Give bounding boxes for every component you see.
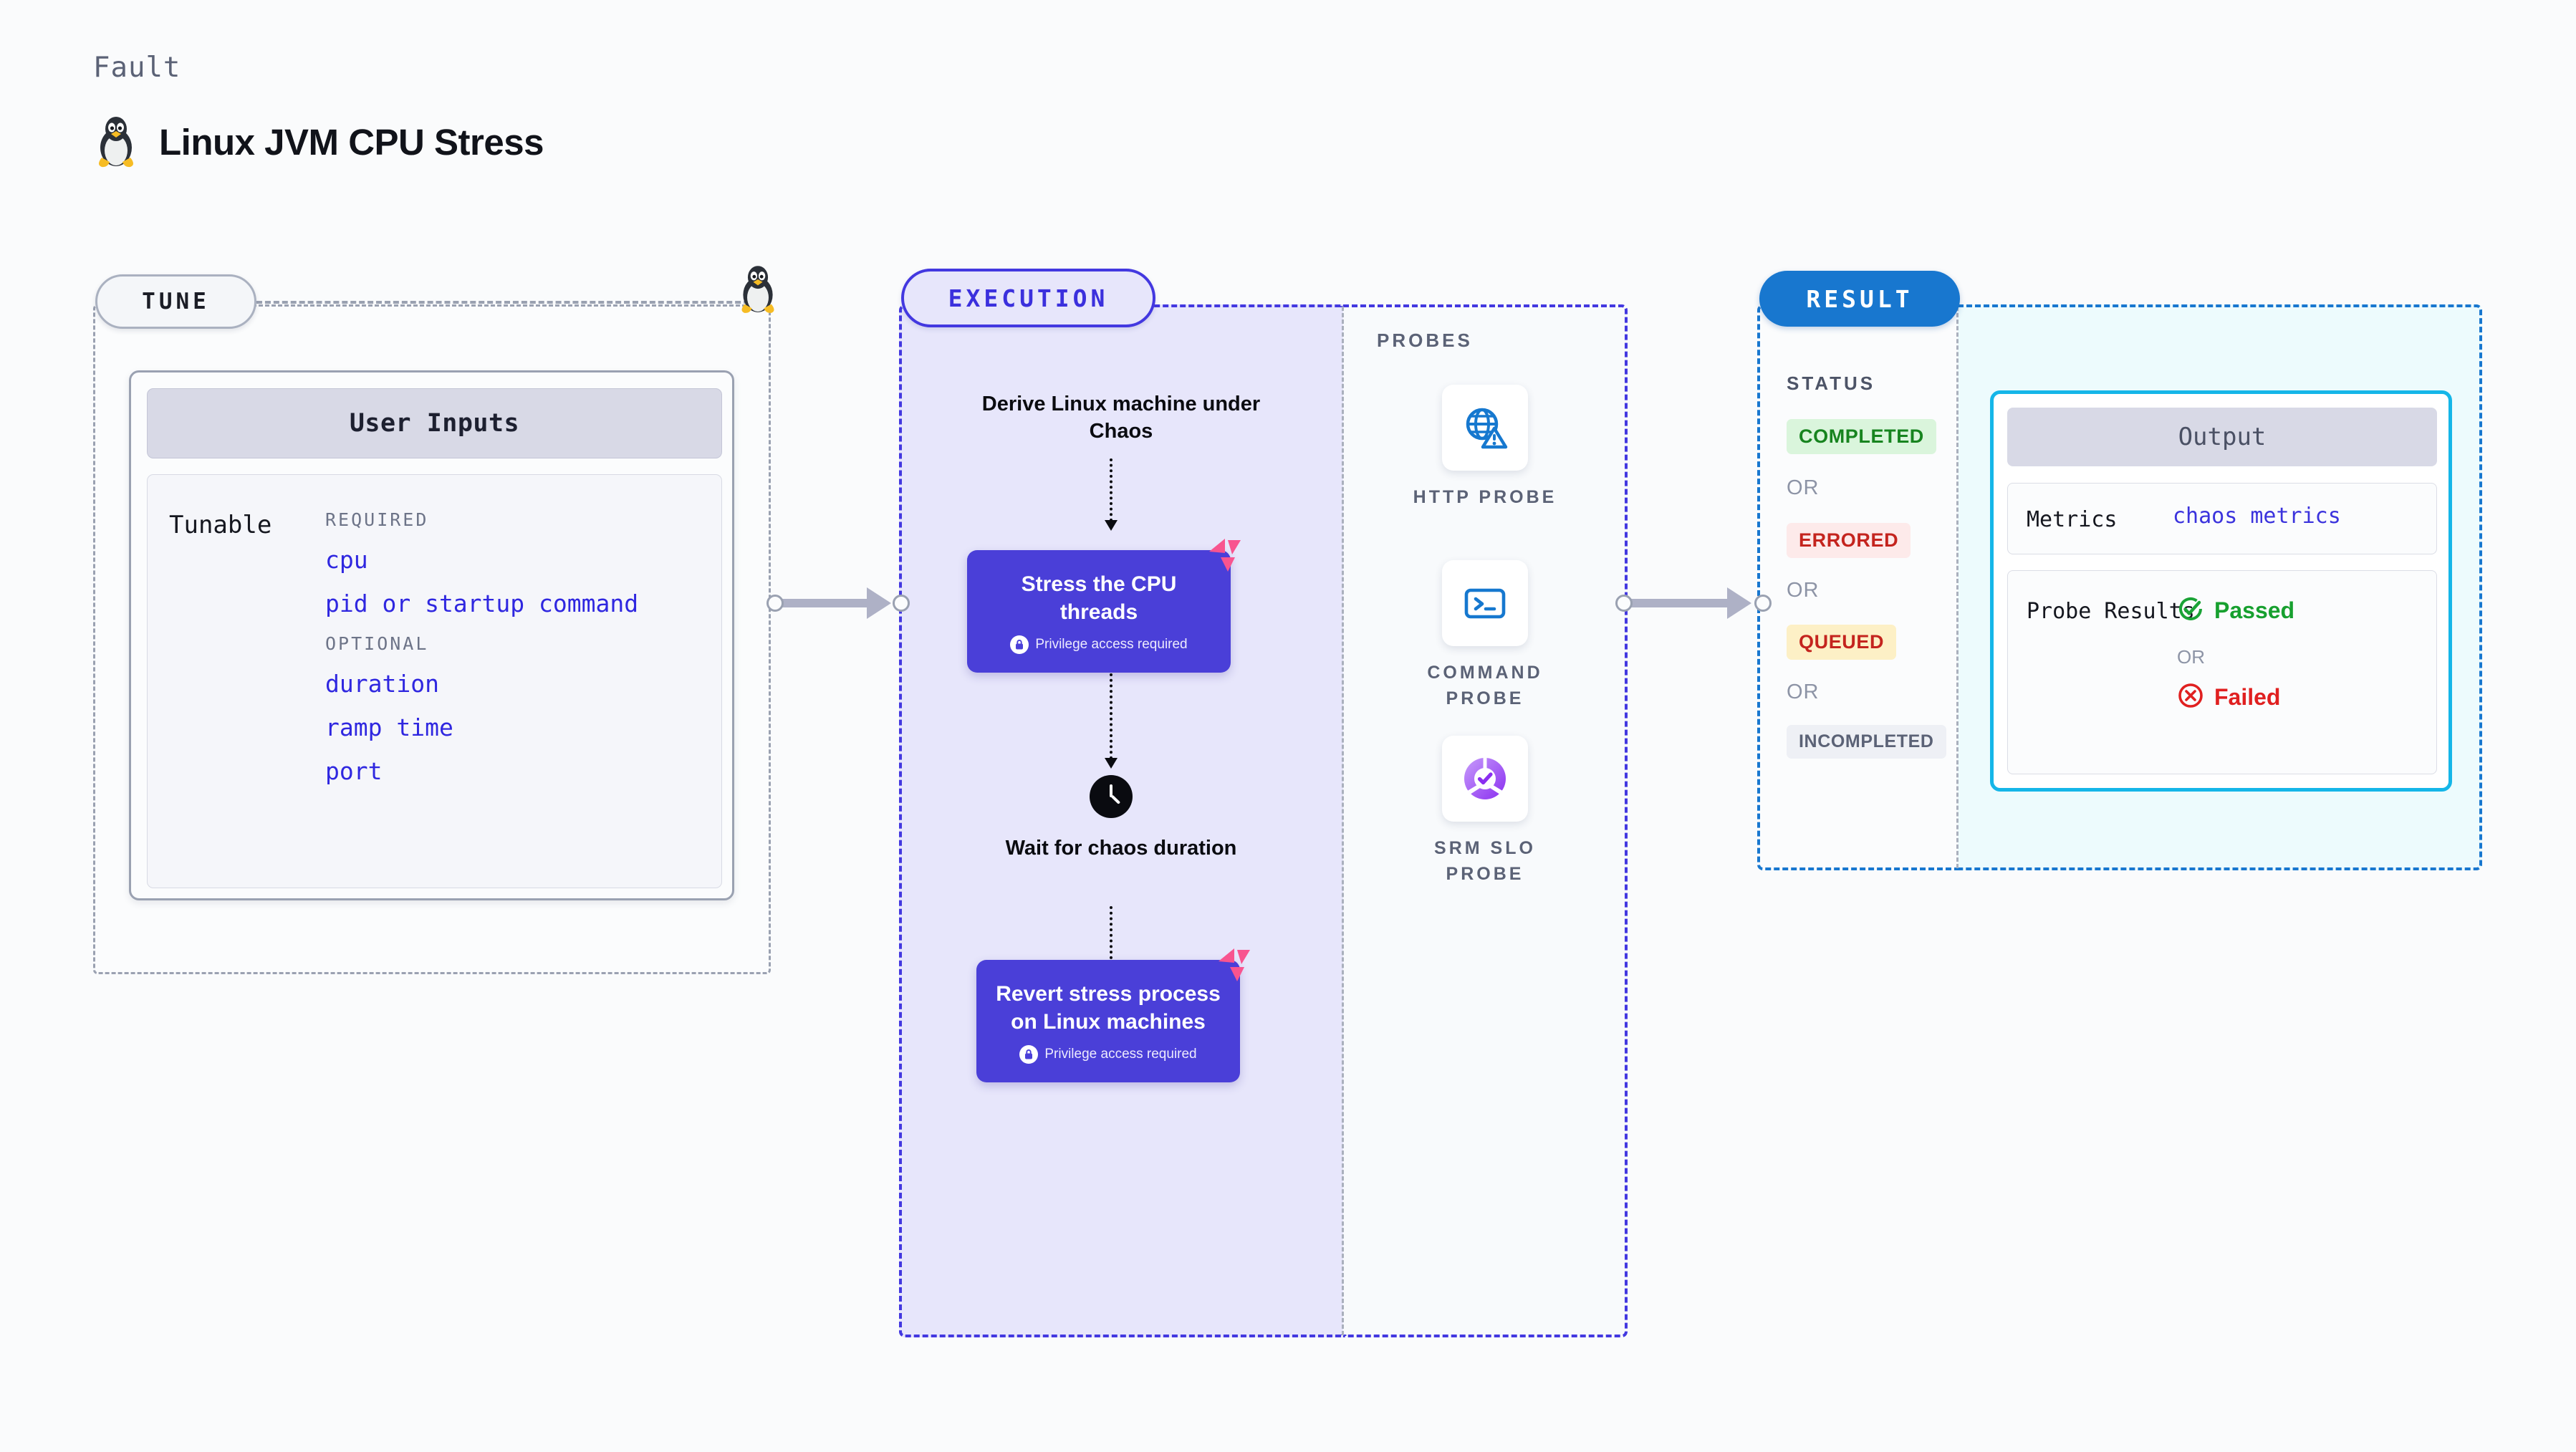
execution-card-stress-cpu-privilege: Privilege access required	[983, 635, 1215, 654]
probe-result-failed-label: Failed	[2214, 684, 2281, 710]
tunable-group-required-title: REQUIRED	[325, 509, 429, 530]
probe-http-label: HTTP PROBE	[1413, 487, 1557, 507]
execution-step-wait-label: Wait for chaos duration	[1005, 837, 1237, 860]
globe-warning-icon	[1442, 385, 1528, 471]
probe-srm-slo[interactable]: SRM SLO PROBE	[1399, 736, 1571, 887]
tune-lead-line	[256, 301, 758, 304]
tunable-ramp-time[interactable]: ramp time	[325, 713, 453, 741]
user-inputs-heading: User Inputs	[147, 388, 722, 458]
probe-result-passed: Passed	[2177, 595, 2294, 626]
probe-http[interactable]: HTTP PROBE	[1399, 385, 1571, 511]
probes-title: PROBES	[1377, 330, 1473, 351]
clock-icon	[1090, 775, 1133, 818]
tunable-port[interactable]: port	[325, 757, 383, 785]
terminal-icon	[1442, 560, 1528, 646]
tunable-group-optional-title: OPTIONAL	[325, 633, 429, 654]
probes-divider	[1342, 307, 1344, 1335]
execution-card-revert-stress-privilege: Privilege access required	[992, 1045, 1224, 1064]
tunable-duration[interactable]: duration	[325, 670, 439, 698]
page-title-row: Linux JVM CPU Stress	[93, 115, 544, 169]
probe-result-failed: Failed	[2177, 682, 2280, 713]
probe-result-or: OR	[2177, 646, 2205, 668]
result-divider	[1956, 307, 1959, 868]
execution-card-revert-stress-privilege-text: Privilege access required	[1044, 1047, 1197, 1062]
execution-card-stress-cpu-title: Stress the CPU threads	[1021, 572, 1177, 624]
status-badge-completed: COMPLETED	[1787, 419, 1936, 454]
tune-stage-pill[interactable]: TUNE	[95, 274, 256, 329]
execution-arrow-1	[1105, 458, 1118, 531]
tunable-cpu[interactable]: cpu	[325, 546, 368, 574]
execution-step-derive-label: Derive Linux machine under Chaos	[981, 393, 1261, 443]
status-badge-errored: ERRORED	[1787, 523, 1911, 558]
chaos-fault-icon	[1213, 946, 1253, 988]
page-title: Linux JVM CPU Stress	[159, 121, 544, 163]
status-or-2: OR	[1787, 579, 1820, 602]
user-inputs-body: Tunable REQUIRED cpu pid or startup comm…	[147, 474, 722, 888]
output-metrics-value[interactable]: chaos metrics	[2173, 504, 2341, 529]
check-circle-icon	[2177, 595, 2204, 626]
status-or-3: OR	[1787, 681, 1820, 703]
tunable-pid-or-startup-command[interactable]: pid or startup command	[325, 590, 639, 617]
output-metrics-row: Metrics chaos metrics	[2007, 483, 2437, 554]
output-probe-results-row: Probe Results Passed OR	[2007, 570, 2437, 774]
output-metrics-key: Metrics	[2027, 507, 2118, 532]
execution-card-revert-stress[interactable]: Revert stress process on Linux machines …	[976, 948, 1250, 1082]
status-title: STATUS	[1787, 372, 1876, 394]
lock-icon	[1019, 1045, 1039, 1064]
probe-result-passed-label: Passed	[2214, 597, 2295, 623]
execution-card-stress-cpu[interactable]: Stress the CPU threads Privilege access …	[967, 539, 1241, 673]
tux-penguin-icon	[93, 115, 139, 169]
x-circle-icon	[2177, 682, 2204, 713]
tunable-list: REQUIRED cpu pid or startup command OPTI…	[325, 496, 638, 801]
connector-tune-to-execution	[766, 587, 910, 619]
output-heading: Output	[2007, 408, 2437, 466]
tux-penguin-marker-icon	[736, 264, 779, 319]
probe-command-label: COMMAND PROBE	[1427, 663, 1543, 708]
result-status-panel	[1757, 304, 1958, 870]
probe-command[interactable]: COMMAND PROBE	[1399, 560, 1571, 711]
execution-card-stress-cpu-privilege-text: Privilege access required	[1035, 637, 1188, 652]
probe-srm-slo-label: SRM SLO PROBE	[1434, 838, 1536, 884]
execution-card-revert-stress-title: Revert stress process on Linux machines	[996, 982, 1221, 1034]
result-stage-pill[interactable]: RESULT	[1759, 271, 1960, 327]
user-inputs-card: User Inputs Tunable REQUIRED cpu pid or …	[129, 370, 734, 900]
chaos-fault-icon	[1203, 536, 1244, 578]
lock-icon	[1010, 635, 1029, 654]
execution-arrow-2	[1105, 673, 1118, 769]
slo-donut-check-icon	[1442, 736, 1528, 822]
status-or-1: OR	[1787, 476, 1820, 499]
status-badge-queued: QUEUED	[1787, 625, 1897, 660]
page-eyebrow: Fault	[93, 52, 181, 84]
output-probe-results-key: Probe Results	[2027, 599, 2195, 624]
connector-probes-to-result	[1615, 587, 1772, 619]
status-badge-incompleted: INCOMPLETED	[1787, 725, 1946, 759]
output-card: Output Metrics chaos metrics Probe Resul…	[1990, 390, 2452, 792]
execution-stage-pill[interactable]: EXECUTION	[901, 269, 1155, 327]
tunable-row-label: Tunable	[169, 511, 272, 539]
execution-panel	[899, 304, 1343, 1337]
